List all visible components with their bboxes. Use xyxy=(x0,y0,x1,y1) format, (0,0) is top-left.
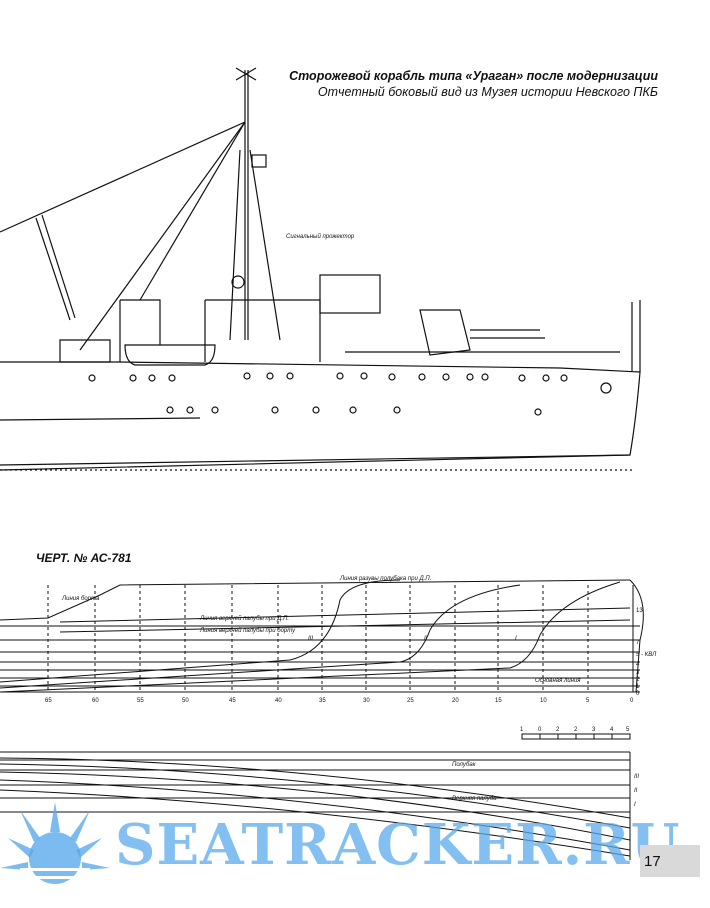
plan-scale-mark: 3 xyxy=(592,727,596,733)
plan-right-mark: I xyxy=(634,802,636,808)
section-label-2: II xyxy=(424,636,428,642)
right-scale-mark: 2 xyxy=(636,677,640,683)
upper-deck-side-label: Линия верхней палубы при борту xyxy=(199,627,296,634)
caption-title: Сторожевой корабль типа «Ураган» после м… xyxy=(289,69,658,83)
station-tick: 15 xyxy=(495,698,502,704)
right-scale: 13 7 4 3 2 1 0 xyxy=(636,608,643,697)
right-scale-mark: 13 xyxy=(636,608,643,614)
station-tick: 65 xyxy=(45,698,52,704)
plan-right-mark: II xyxy=(634,788,638,794)
station-tick: 35 xyxy=(319,698,326,704)
station-tick: 0 xyxy=(630,698,634,704)
baseline-label: Основная линия xyxy=(535,678,581,684)
drawing-number: ЧЕРТ. № АС-781 xyxy=(36,551,132,565)
right-scale-mark: 3 xyxy=(636,670,640,676)
right-scale-mark: 1 xyxy=(636,684,640,690)
caption-subtitle: Отчетный боковый вид из Музея истории Не… xyxy=(317,85,658,99)
station-tick: 10 xyxy=(540,698,547,704)
deck-side-label: Линия борта xyxy=(61,596,100,602)
station-tick: 55 xyxy=(137,698,144,704)
poluback-label: Полубак xyxy=(452,762,477,768)
ship-profile-drawing: Сигнальный прожектор xyxy=(0,67,641,471)
station-tick: 40 xyxy=(275,698,282,704)
plan-right-mark: III xyxy=(634,774,639,780)
section-label-1: I xyxy=(515,636,517,642)
station-tick: 30 xyxy=(363,698,370,704)
station-tick: 25 xyxy=(407,698,414,704)
lines-drawing: ЧЕРТ. № АС-781 xyxy=(0,551,657,860)
upper-deck-dp-label: Линия верхней палубы при Д.П. xyxy=(199,615,289,622)
plan-scale-mark: 2 xyxy=(574,727,578,733)
mast-callout-label: Сигнальный прожектор xyxy=(286,233,355,240)
station-tick: 50 xyxy=(182,698,189,704)
upper-deck-plan-label: Верхняя палуба xyxy=(452,796,497,802)
sheer-line-label: Линия разувы полубака при Д.П. xyxy=(339,576,431,582)
right-scale-mark: 4 xyxy=(636,662,640,668)
station-tick: 45 xyxy=(229,698,236,704)
sun-logo-icon xyxy=(0,802,110,884)
right-scale-mark: 0 xyxy=(636,691,640,697)
plan-scale-mark: 1 xyxy=(520,727,524,733)
station-tick: 60 xyxy=(92,698,99,704)
plan-scale-mark: 5 xyxy=(626,727,630,733)
waterline-label: 5 - КВЛ xyxy=(636,652,657,658)
figure-caption: Сторожевой корабль типа «Ураган» после м… xyxy=(289,68,658,100)
plan-scale-mark: 0 xyxy=(538,727,542,733)
station-tick: 20 xyxy=(452,698,459,704)
right-scale-mark: 7 xyxy=(636,640,640,646)
station-ticks: 65 60 55 50 45 40 35 30 25 20 15 10 5 0 xyxy=(45,698,634,704)
plan-scale: 1 0 2 2 3 4 5 xyxy=(520,727,630,733)
section-label-3: III xyxy=(308,636,313,642)
plan-scale-mark: 4 xyxy=(610,727,614,733)
watermark-text: SEATRACKER.RU xyxy=(115,812,681,878)
station-tick: 5 xyxy=(586,698,590,704)
page-number: 17 xyxy=(640,845,700,877)
plan-scale-mark: 2 xyxy=(556,727,560,733)
